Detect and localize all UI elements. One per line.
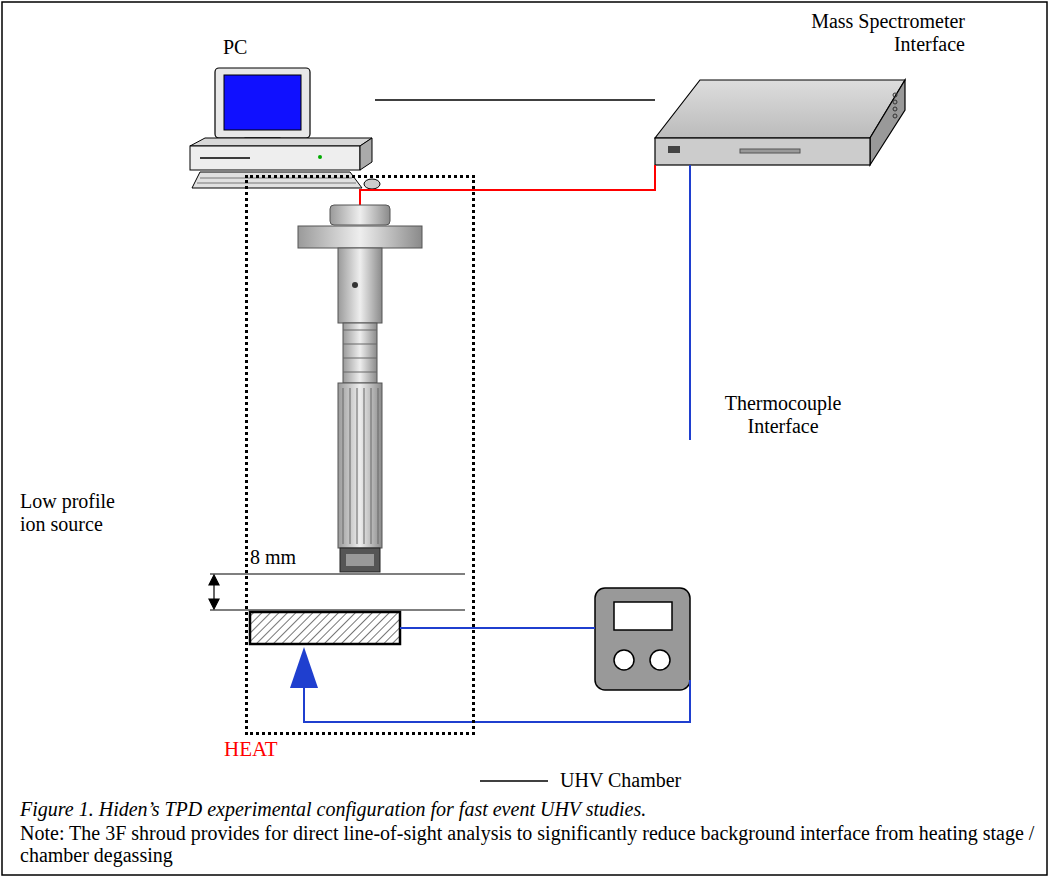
dimension-label: 8 mm <box>250 546 320 569</box>
node-label: Mass Spectrometer Interface <box>780 10 965 56</box>
ion-source-region: Low profile ion source <box>245 175 475 735</box>
signal-wire <box>360 165 655 205</box>
legend-text: UHV Chamber <box>560 769 681 792</box>
mass-spectrometer-box <box>655 80 905 165</box>
interface-node: Mass Spectrometer Interface <box>655 8 970 168</box>
interface-label: Thermocouple Interface <box>708 392 858 438</box>
figure-caption: Figure 1. Hiden’s TPD experimental confi… <box>20 798 1035 821</box>
computer-node: PC <box>175 28 375 190</box>
node-label: PC <box>223 36 283 59</box>
thermocouple-controller <box>595 588 690 690</box>
node-label: Low profile ion source <box>20 490 138 536</box>
legend-line-sample <box>480 780 548 782</box>
heat-label: HEAT <box>224 738 304 761</box>
connector-line <box>375 100 655 101</box>
note-text: Note: The 3F shroud provides for direct … <box>20 822 1035 866</box>
heat-arrow <box>290 647 318 688</box>
probe-illustration <box>298 205 422 572</box>
heating-stage <box>250 612 400 644</box>
heater-wires <box>304 628 690 722</box>
pc-illustration <box>190 68 380 189</box>
thermocouple-wire <box>689 165 691 440</box>
